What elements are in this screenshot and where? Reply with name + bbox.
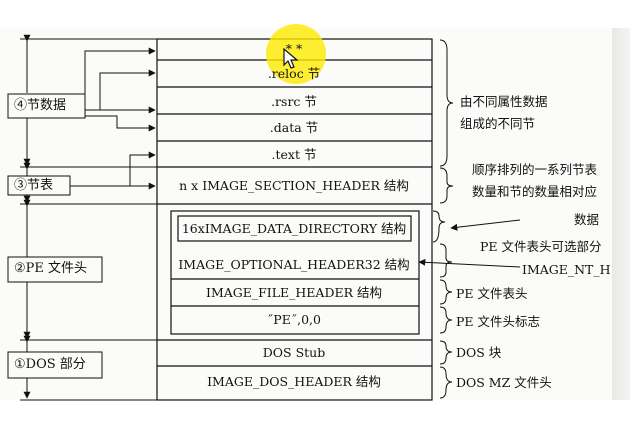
scan-page-edge — [612, 28, 630, 400]
dos-header-label: IMAGE_DOS_HEADER 结构 — [207, 374, 381, 389]
brace-dos-mz — [439, 366, 453, 399]
scan-background — [0, 28, 612, 400]
pe-inner-box — [170, 210, 420, 335]
brace-data-dir — [432, 210, 446, 243]
note-file-header: PE 文件表头 — [456, 286, 528, 301]
dos-stub-label: DOS Stub — [262, 345, 326, 360]
label-pe-header: ②PE 文件头 — [14, 261, 88, 276]
note-data-directory: 数据 — [574, 212, 600, 227]
note-optional-header: PE 文件表头可选部分 — [480, 239, 602, 254]
brace-sections — [439, 39, 454, 167]
left-label-boxes — [7, 93, 103, 379]
label-dos-part: ①DOS 部分 — [14, 357, 86, 372]
section-data-label: .data 节 — [269, 120, 319, 135]
brace-dos-block — [439, 340, 453, 365]
note-dos-mz: DOS MZ 文件头 — [456, 375, 552, 390]
file-header-label: IMAGE_FILE_HEADER 结构 — [206, 285, 382, 300]
label-box-dos-part — [7, 351, 103, 379]
brace-file-header — [439, 279, 453, 305]
mouse-pointer-icon — [283, 48, 299, 69]
right-braces — [432, 39, 454, 399]
section-header-label: n x IMAGE_SECTION_HEADER 结构 — [179, 178, 409, 193]
label-box-sections — [7, 93, 86, 119]
label-section-table: ③节表 — [14, 178, 54, 193]
note-sections-line1: 由不同属性数据 — [460, 94, 548, 109]
optional-header-label: IMAGE_OPTIONAL_HEADER32 结构 — [178, 257, 410, 272]
note-sections-line2: 组成的不同节 — [460, 116, 536, 131]
note-table-line1: 顺序排列的一系列节表 — [472, 162, 598, 177]
brace-signature — [439, 306, 453, 334]
pointer-arrows — [70, 47, 521, 268]
section-rsrc-label: .rsrc 节 — [271, 94, 317, 109]
section-row-top: * * — [285, 41, 303, 56]
label-sections: ④节数据 — [14, 98, 67, 113]
note-nt-headers: IMAGE_NT_H — [522, 262, 611, 277]
note-signature: PE 文件头标志 — [456, 314, 541, 329]
brace-section-table — [439, 167, 454, 204]
label-box-pe-header — [7, 256, 103, 283]
note-table-line2: 数量和节的数量相对应 — [472, 184, 598, 199]
note-dos-block: DOS 块 — [456, 345, 502, 360]
section-reloc-label: .reloc 节 — [267, 66, 321, 81]
data-directory-label: 16xIMAGE_DATA_DIRECTORY 结构 — [181, 221, 407, 236]
brace-optional — [439, 243, 453, 278]
data-directory-box — [177, 215, 412, 242]
section-text-label: .text 节 — [271, 147, 317, 162]
pe-signature-label: ˝PE˝,0,0 — [267, 312, 321, 327]
left-dimension-lines — [20, 34, 157, 401]
cursor-highlight — [266, 24, 326, 84]
